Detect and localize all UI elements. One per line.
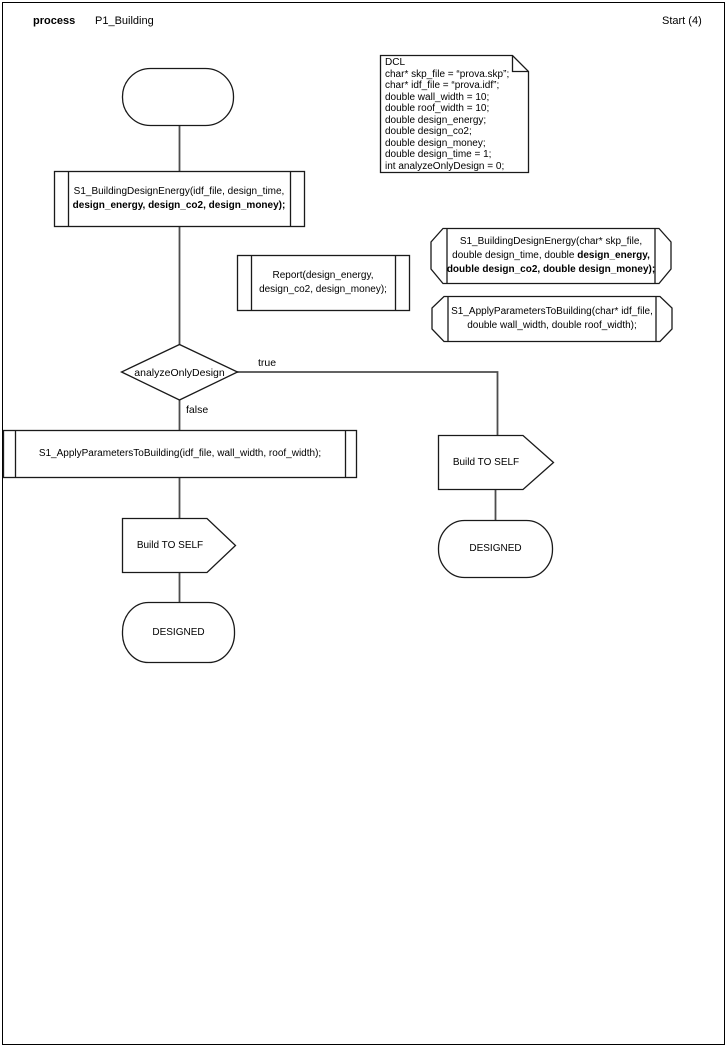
signature-line: double wall_width, double roof_width); (467, 320, 637, 331)
signature-building-design-energy-sidebars (446, 228, 656, 284)
signature-building-design-energy-shape (430, 227, 672, 285)
build-to-self-right-label: Build TO SELF (452, 456, 520, 468)
signature-apply-parameters-sidebars (447, 296, 657, 342)
start-terminator (121, 67, 235, 127)
dcl-line: char* skp_file = “prova.skp”; (385, 68, 510, 80)
call-building-design-energy-box (53, 170, 306, 228)
dcl-note-fold (511, 55, 529, 73)
decision-label: analyzeOnlyDesign (134, 366, 225, 379)
designed-right-shape (437, 519, 554, 579)
report-sidebars (250, 255, 397, 311)
call-line: S1_BuildingDesignEnergy(idf_file, design… (73, 186, 285, 197)
report-box (236, 254, 411, 312)
signature-line: S1_BuildingDesignEnergy(char* skp_file, (459, 236, 643, 247)
connector-true-branch (237, 371, 499, 436)
call-building-design-energy-sidebars (67, 171, 292, 227)
signature-apply-parameters-shape (431, 295, 673, 343)
dcl-line: double design_energy; (385, 114, 487, 126)
signature-line: S1_ApplyParametersToBuilding(char* idf_f… (451, 306, 653, 317)
decision-false-label: false (186, 404, 209, 416)
report-line: design_co2, design_money); (259, 284, 387, 295)
decision-diamond (119, 343, 240, 401)
dcl-line: double design_money; (385, 137, 486, 149)
call-building-design-energy-text: S1_BuildingDesignEnergy(idf_file, design… (54, 171, 304, 227)
designed-right-label: DESIGNED (469, 543, 522, 554)
report-line: Report(design_energy, (272, 270, 374, 281)
call-apply-parameters-text: S1_ApplyParametersToBuilding(idf_file, w… (38, 448, 322, 459)
signature-line-part: double design_time, double (452, 250, 578, 261)
signature-building-design-energy-text: S1_BuildingDesignEnergy(char* skp_file, … (431, 228, 671, 284)
report-text: Report(design_energy, design_co2, design… (237, 255, 409, 311)
call-apply-parameters-box (2, 429, 358, 479)
designed-left-shape (121, 601, 236, 664)
signature-line-part: design_energy, (577, 250, 650, 261)
dcl-note-shape (379, 54, 530, 174)
signature-line: double design_time, double design_energy… (431, 249, 671, 263)
call-line: design_energy, design_co2, design_money)… (72, 200, 286, 211)
dcl-line: double design_time = 1; (385, 149, 492, 160)
dcl-line: double design_co2; (385, 126, 472, 137)
build-to-self-left-label: Build TO SELF (136, 539, 204, 551)
dcl-note-text: DCL char* skp_file = “prova.skp”; char* … (385, 57, 525, 172)
build-to-self-left-shape (121, 517, 237, 574)
dcl-line: double roof_width = 10; (385, 103, 490, 114)
page-title: P1_Building (95, 15, 154, 27)
call-apply-parameters-sidebars (14, 430, 347, 478)
build-to-self-right-shape (437, 434, 555, 491)
dcl-line: double wall_width = 10; (385, 91, 490, 103)
dcl-line: int analyzeOnlyDesign = 0; (385, 160, 505, 172)
signature-apply-parameters-text: S1_ApplyParametersToBuilding(char* idf_f… (432, 296, 672, 342)
decision-true-label: true (258, 357, 277, 369)
designed-left-label: DESIGNED (152, 626, 205, 638)
dcl-line: char* idf_file = “prova.idf”; (385, 80, 500, 91)
header-process-label: process (33, 15, 76, 27)
signature-line: double design_co2, double design_money); (446, 264, 656, 275)
dcl-line: DCL (385, 57, 406, 68)
header-start-label: Start (4) (662, 15, 702, 27)
